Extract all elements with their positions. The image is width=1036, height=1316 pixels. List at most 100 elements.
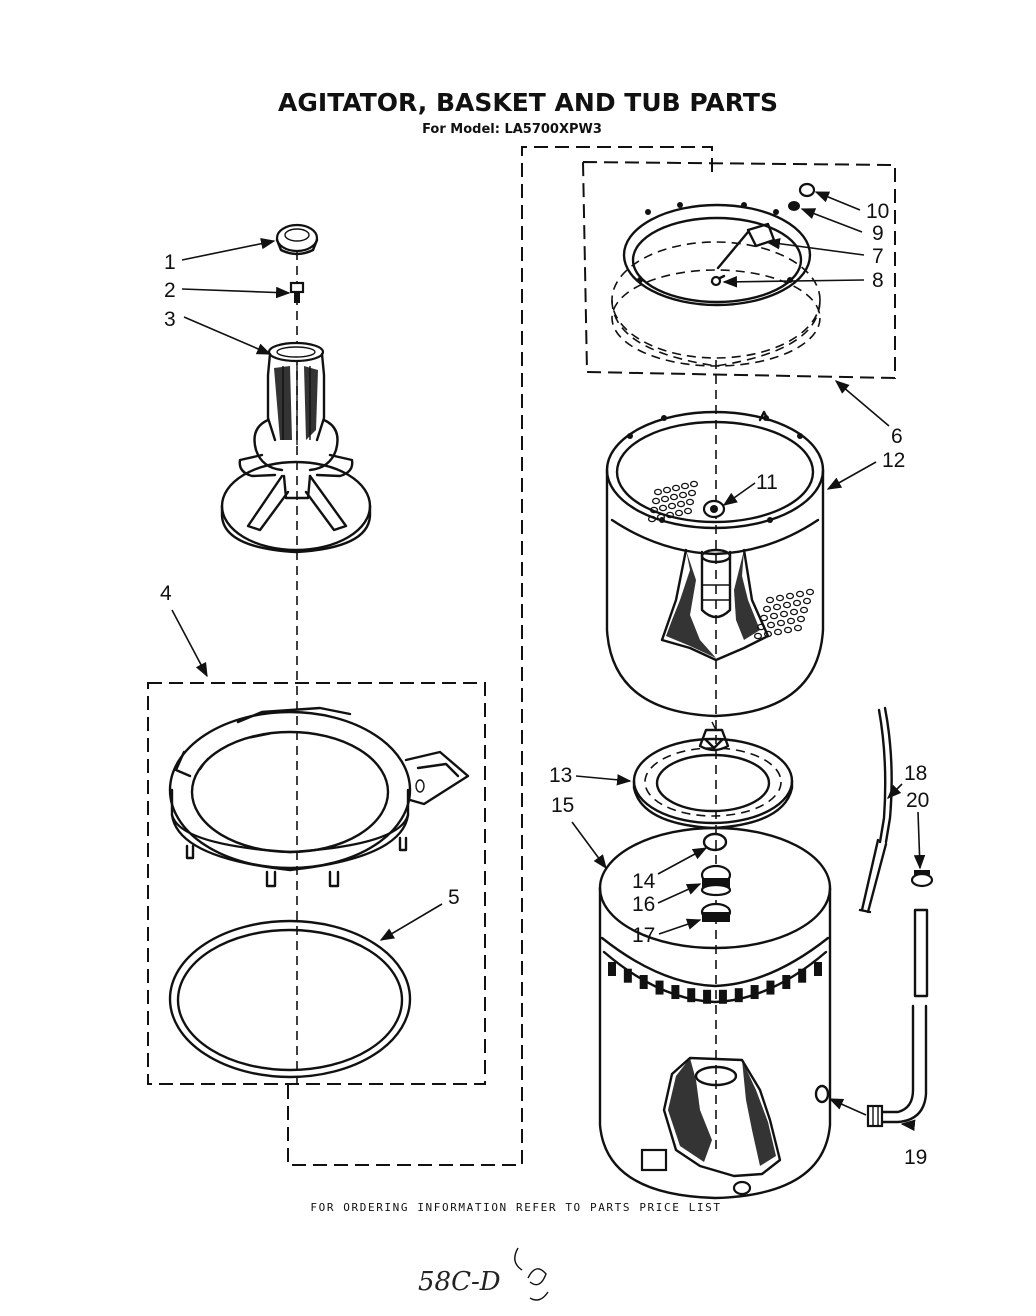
snap-ring-part bbox=[702, 832, 728, 852]
handwritten-flourish bbox=[514, 1247, 549, 1301]
basket-perforations-side bbox=[753, 588, 815, 640]
basket-perforations-upper bbox=[647, 480, 699, 523]
callout-9: 9 bbox=[872, 222, 884, 245]
drain-hose-part bbox=[858, 706, 893, 914]
tub-slot bbox=[671, 985, 680, 1000]
perforation-hole bbox=[658, 504, 668, 512]
callout-14: 14 bbox=[632, 870, 656, 893]
leader-12 bbox=[826, 461, 877, 490]
perforation-hole bbox=[799, 606, 809, 614]
callout-15: 15 bbox=[551, 794, 574, 817]
tub-slot bbox=[814, 962, 822, 976]
outer-tub-part bbox=[598, 826, 832, 1200]
perforation-hole bbox=[756, 623, 766, 631]
tub-ring-assembly-box bbox=[147, 682, 486, 1085]
leader-17 bbox=[658, 918, 702, 935]
leader-14 bbox=[657, 847, 708, 875]
callout-19: 19 bbox=[904, 1146, 927, 1169]
leader-13 bbox=[575, 774, 632, 786]
perforation-hole bbox=[769, 612, 779, 620]
perforation-hole bbox=[785, 592, 795, 600]
perforation-hole bbox=[795, 590, 805, 598]
agitator-bolt-part bbox=[289, 281, 305, 303]
leader-10 bbox=[814, 191, 861, 211]
perforation-hole bbox=[647, 515, 657, 523]
tub-slot bbox=[734, 988, 743, 1003]
tub-slot bbox=[798, 968, 807, 983]
perforation-hole bbox=[665, 511, 675, 519]
perforation-hole bbox=[680, 482, 690, 490]
perforation-hole bbox=[674, 509, 684, 517]
perforation-hole bbox=[653, 488, 663, 496]
balance-ring-part bbox=[611, 202, 821, 367]
callout-17: 17 bbox=[632, 924, 655, 947]
leader-3 bbox=[183, 316, 272, 355]
ring-screw-head bbox=[710, 275, 722, 287]
perforation-hole bbox=[802, 597, 812, 605]
perforation-hole bbox=[793, 624, 803, 632]
tub-nut-part bbox=[700, 902, 732, 922]
callout-7: 7 bbox=[872, 245, 884, 268]
callout-3: 3 bbox=[164, 308, 176, 331]
agitator-cap-part bbox=[275, 223, 319, 256]
leader-19-tub bbox=[828, 1098, 867, 1116]
perforation-hole bbox=[763, 630, 773, 638]
leader-15 bbox=[571, 821, 607, 870]
tub-seal-part bbox=[700, 864, 732, 897]
perforation-hole bbox=[678, 491, 688, 499]
ring-washer-part bbox=[788, 201, 800, 211]
basket-part bbox=[605, 410, 825, 718]
tub-ring-seal-part bbox=[168, 919, 412, 1079]
tub-slot bbox=[782, 975, 791, 990]
tub-slot bbox=[766, 980, 775, 995]
agitator-part bbox=[220, 341, 372, 554]
connector-frame bbox=[287, 146, 713, 1166]
leader-11 bbox=[722, 482, 756, 506]
perforation-hole bbox=[685, 498, 695, 506]
perforation-hole bbox=[759, 614, 769, 622]
leader-7 bbox=[765, 238, 865, 256]
perforation-hole bbox=[783, 626, 793, 634]
callout-16: 16 bbox=[632, 893, 655, 916]
tub-slots bbox=[608, 962, 822, 1004]
perforation-hole bbox=[775, 594, 785, 602]
perforation-hole bbox=[792, 599, 802, 607]
perforation-hole bbox=[662, 486, 672, 494]
callout-8: 8 bbox=[872, 269, 884, 292]
perforation-hole bbox=[649, 506, 659, 514]
leader-20 bbox=[913, 811, 926, 870]
perforation-hole bbox=[765, 596, 775, 604]
ring-nut-part bbox=[798, 182, 816, 198]
model-subtitle: For Model: LA5700XPW3 bbox=[422, 122, 602, 137]
balance-ring-assembly-box bbox=[581, 160, 896, 380]
hose-clamp-part bbox=[910, 872, 934, 888]
callout-1: 1 bbox=[164, 251, 176, 274]
basket-drive-block-part bbox=[702, 499, 726, 519]
leader-6 bbox=[834, 380, 890, 427]
leader-2 bbox=[181, 286, 291, 299]
perforation-hole bbox=[651, 497, 661, 505]
leader-5 bbox=[379, 903, 443, 941]
callout-13: 13 bbox=[549, 764, 572, 787]
perforation-hole bbox=[776, 619, 786, 627]
callout-20: 20 bbox=[906, 789, 929, 812]
tub-slot bbox=[750, 985, 759, 1000]
perforation-hole bbox=[669, 493, 679, 501]
perforation-hole bbox=[779, 610, 789, 618]
perforation-hole bbox=[773, 628, 783, 636]
tub-slot bbox=[703, 989, 712, 1004]
tub-slot bbox=[639, 975, 648, 990]
tub-slot bbox=[655, 980, 664, 995]
perforation-hole bbox=[667, 502, 677, 510]
tub-ring-part bbox=[168, 706, 470, 888]
handwritten-note: 58C-D bbox=[418, 1267, 501, 1297]
callout-5: 5 bbox=[448, 886, 460, 909]
perforation-hole bbox=[786, 617, 796, 625]
callout-18: 18 bbox=[904, 762, 927, 785]
leader-4 bbox=[171, 609, 208, 678]
perforation-hole bbox=[676, 500, 686, 508]
perforation-hole bbox=[796, 615, 806, 623]
tub-slot bbox=[608, 962, 616, 976]
leader-16 bbox=[657, 883, 702, 904]
